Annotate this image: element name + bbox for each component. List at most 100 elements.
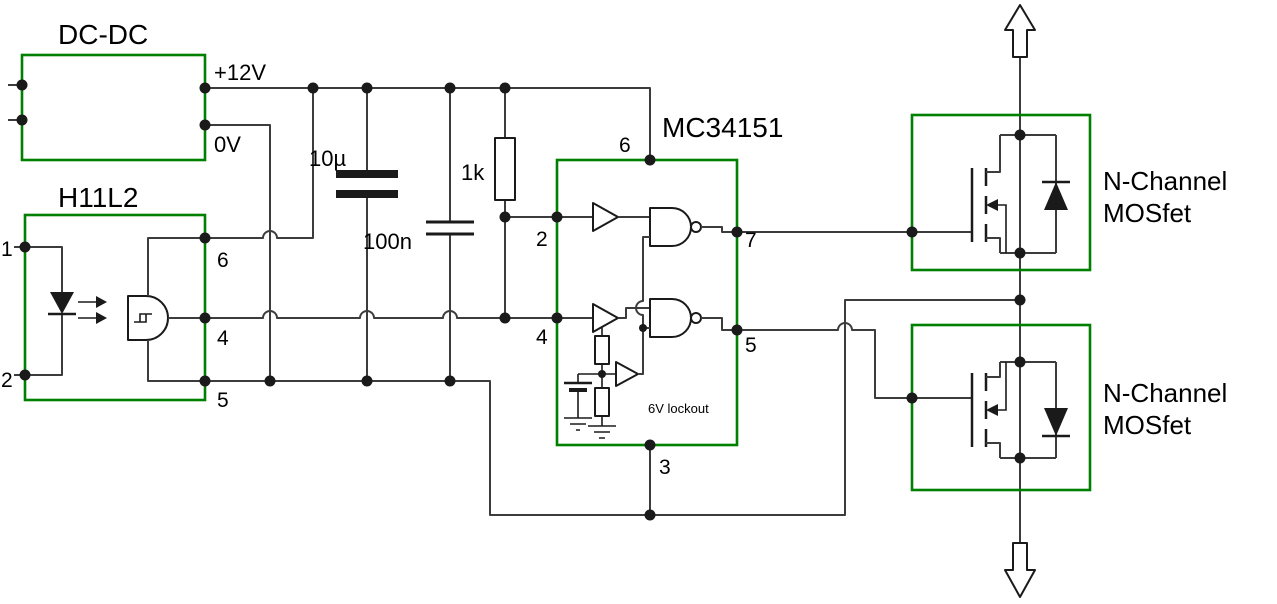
- optocoupler-h11l2: H11L2 1 2 6 4 5: [1, 182, 229, 412]
- junction-dot: [1014, 294, 1026, 306]
- junction-dot: [499, 82, 511, 94]
- lockout-note: 6V lockout: [648, 401, 709, 416]
- driver-pin3-label: 3: [659, 456, 671, 479]
- driver-pin5-label: 5: [745, 334, 757, 357]
- mosfet-bottom-body-arrow: [986, 404, 998, 416]
- driver-pin2-label: 2: [536, 228, 548, 251]
- mosfet-top-label-line1: N-Channel: [1103, 166, 1227, 196]
- buffer-b-out-wire: [618, 307, 650, 319]
- wires: [205, 57, 1021, 543]
- mosfet-bottom-label-line1: N-Channel: [1103, 378, 1227, 408]
- junction-dot: [644, 154, 656, 166]
- junction-dot: [264, 375, 276, 387]
- junction-dot: [19, 369, 31, 381]
- mosfet-top-body-lead: [996, 204, 1007, 253]
- junction-dot: [199, 375, 211, 387]
- terminal-arrow-up-icon: [1004, 4, 1036, 58]
- bulk-cap-plate-top: [336, 170, 398, 178]
- junction-dot: [551, 211, 563, 223]
- opto-pin2-label: 2: [1, 369, 13, 392]
- driver-box: [555, 158, 739, 447]
- schmitt-detector-icon: [127, 295, 169, 341]
- nand-b-bubble: [690, 312, 702, 324]
- bulk-capacitor-10u: 10µ: [309, 146, 398, 198]
- driver-title: MC34151: [662, 112, 783, 143]
- junction-dot: [199, 119, 211, 131]
- dcdc-title: DC-DC: [58, 19, 148, 50]
- junction-dot: [1014, 247, 1026, 259]
- buffer-b-icon: [592, 303, 619, 333]
- junction-dot: [444, 82, 456, 94]
- mosfet-bottom-box: [910, 323, 1092, 492]
- junction-dot: [199, 312, 211, 324]
- driver-pin7-label: 7: [745, 229, 757, 252]
- junction-dot: [598, 370, 606, 378]
- optocoupler-box: [23, 213, 207, 402]
- bulk-cap-value: 10µ: [309, 146, 346, 171]
- led-emission-arrowhead-2: [96, 312, 107, 324]
- lockout-ground-icon-right: [588, 425, 616, 439]
- opto-output-signal-wire: [205, 310, 557, 319]
- opto-input-stubs: [14, 246, 25, 376]
- opto-pin5-label: 5: [217, 389, 229, 412]
- led-icon: [50, 292, 74, 314]
- nand-a-bubble: [690, 221, 702, 233]
- terminal-arrow-down-icon: [1004, 542, 1036, 598]
- wire-0v-riser: [205, 124, 271, 381]
- opto-pin1-label: 1: [1, 238, 13, 261]
- junction-dot: [644, 439, 656, 451]
- junction-dot: [551, 312, 563, 324]
- nand-a-out-wire: [701, 226, 737, 233]
- nand-a-icon: [649, 207, 692, 247]
- junction-dot: [16, 114, 28, 126]
- decoupling-capacitor-100n: 100n: [363, 220, 474, 254]
- junction-dot: [361, 82, 373, 94]
- gate-driver-mc34151: 6V lockout MC34151 6 2 4 7 5 3: [536, 112, 783, 479]
- opto-vcc-wire: [205, 88, 314, 239]
- decoupling-cap-value: 100n: [363, 229, 412, 254]
- rail-12v-label: +12V: [214, 60, 266, 85]
- junction-dots: [16, 79, 1026, 521]
- lockout-resistor-1: [594, 335, 610, 365]
- lockout-ground-icon-left: [564, 417, 592, 431]
- driver-pin4-label: 4: [536, 326, 548, 349]
- mosfet-top-label-line2: MOSfet: [1103, 198, 1192, 228]
- nand-b-out-wire: [701, 317, 737, 331]
- mosfet-bottom-body-diode-icon: [1044, 408, 1068, 436]
- dcdc-converter: DC-DC +12V 0V: [8, 19, 266, 162]
- lockout-buffer-icon: [615, 361, 639, 387]
- dcdc-input-stubs: [8, 84, 22, 121]
- opto-pin4-label: 4: [217, 327, 229, 350]
- led-leads: [25, 246, 63, 376]
- rail-12v-wire: [205, 87, 651, 160]
- lockout-divider-mid-wire: [578, 364, 616, 388]
- junction-dot: [499, 312, 511, 324]
- optocoupler-title: H11L2: [58, 182, 138, 213]
- led-emission-arrowhead-1: [96, 296, 107, 308]
- detector-supply-wires: [147, 237, 205, 382]
- mosfet-top-source-lead: [986, 237, 1056, 254]
- junction-dot: [1014, 452, 1026, 464]
- junction-dot: [644, 509, 656, 521]
- driver-pin6-label: 6: [619, 134, 631, 157]
- junction-dot: [361, 375, 373, 387]
- gate-wire-bottom-mosfet: [737, 322, 912, 399]
- lockout-resistor-2: [594, 387, 610, 417]
- mosfet-bottom-drain-lead: [986, 442, 1056, 459]
- junction-dot: [199, 82, 211, 94]
- ground-return-wire: [205, 299, 1020, 516]
- nand-b-icon: [649, 298, 692, 338]
- junction-dot: [16, 79, 28, 91]
- mosfet-bottom-label-line2: MOSfet: [1103, 410, 1192, 440]
- mosfet-top-box: [910, 113, 1092, 272]
- pullup-resistor-body: [494, 137, 516, 201]
- mosfet-bottom-body-lead: [996, 362, 1007, 411]
- bulk-cap-plate-bottom: [336, 190, 398, 198]
- junction-dot: [19, 241, 31, 253]
- junction-dot: [499, 211, 511, 223]
- junction-dot: [444, 375, 456, 387]
- junction-dot: [731, 324, 743, 336]
- hv-terminals: [1004, 4, 1036, 598]
